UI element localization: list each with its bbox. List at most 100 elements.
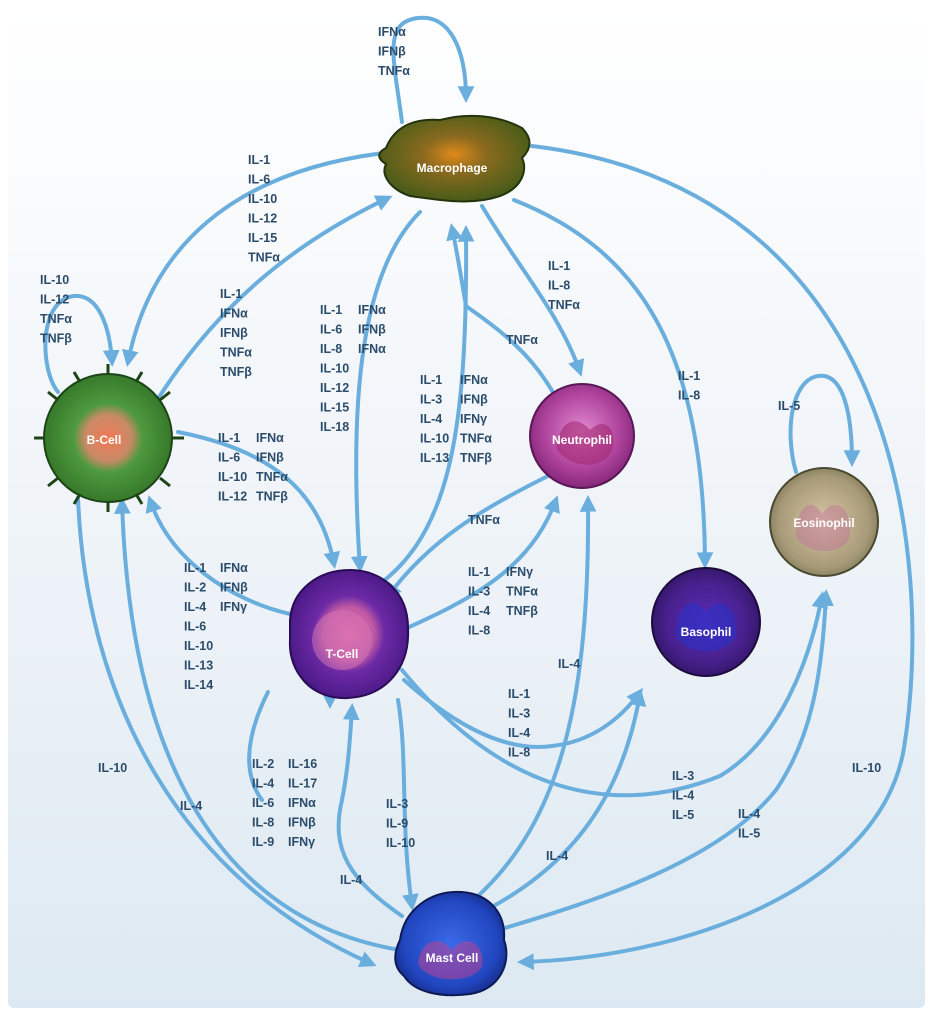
cytokine-label: IL-2 <box>252 757 274 771</box>
cytokine-label: IL-3 <box>468 585 490 599</box>
arrow-mac-self <box>391 15 475 124</box>
cytokine-label: IL-10 <box>184 639 213 653</box>
cytokine-label: TNFα <box>248 251 280 265</box>
cytokine-label: IL-4 <box>508 726 530 740</box>
cytokine-label: IFNγ <box>288 835 315 849</box>
arrow-mac-to-tcell <box>350 210 422 574</box>
cytokine-label: IL-1 <box>220 287 242 301</box>
cytokine-label: TNFβ <box>460 451 492 465</box>
cytokine-label: IL-13 <box>184 659 213 673</box>
cytokine-label: IL-4 <box>468 604 490 618</box>
cytokine-label: TNFβ <box>220 365 252 379</box>
cytokine-label: IL-10 <box>248 192 277 206</box>
cytokine-label: IL-1 <box>184 561 206 575</box>
cytokine-label: IL-6 <box>248 173 270 187</box>
arrow-tcell-to-eos <box>400 591 829 798</box>
cytokine-label: IL-4 <box>252 777 274 791</box>
cytokine-label: IFNα <box>358 303 386 317</box>
cytokine-label: IL-1 <box>248 153 270 167</box>
cytokine-label: IL-2 <box>184 581 206 595</box>
neutrophil-label: Neutrophil <box>552 433 612 447</box>
cytokine-label: TNFβ <box>256 490 288 504</box>
cytokine-label: IL-8 <box>320 342 342 356</box>
arrow-tcell-to-mac <box>366 224 475 594</box>
arrow-mast-to-baso <box>488 689 647 910</box>
cytokine-label: IL-1 <box>678 369 700 383</box>
label-group-t-to-eos: IL-3IL-4IL-5 <box>672 769 694 822</box>
label-group-mast-to-t-col1: IL-2IL-4IL-6IL-8IL-9 <box>252 757 274 849</box>
cytokine-label: IL-12 <box>40 293 69 307</box>
t-cell-label: T-Cell <box>326 647 359 661</box>
label-group-t-to-neut-col1: IL-1IL-3IL-4IL-8 <box>468 565 490 638</box>
cytokine-label: IL-10 <box>386 836 415 850</box>
arrow-mast-to-tcell <box>336 702 404 918</box>
arrow-mac-to-baso <box>512 198 714 570</box>
cytokine-label: IL-4 <box>546 849 568 863</box>
cytokine-label: IL-4 <box>340 873 362 887</box>
cytokine-label: IFNβ <box>220 326 248 340</box>
mast-cell: Mast Cell <box>394 890 508 997</box>
cytokine-label: IL-6 <box>252 796 274 810</box>
label-group-eos-self: IL-5 <box>778 399 800 413</box>
label-group-b-to-mast: IL-10 <box>98 761 127 775</box>
label-group-mac-to-mast: IL-10 <box>852 761 881 775</box>
arrow-bcell-to-mast <box>76 496 377 967</box>
cytokine-label: IL-10 <box>98 761 127 775</box>
cytokine-label: IL-4 <box>420 412 442 426</box>
label-group-neut-to-t: TNFα <box>468 513 500 527</box>
cytokine-label: TNFα <box>506 333 538 347</box>
cytokine-label: IL-10 <box>420 432 449 446</box>
cytokine-label: IFNβ <box>460 393 488 407</box>
cytokine-label: IL-13 <box>420 451 449 465</box>
arrow-bcell-self <box>43 293 120 394</box>
cytokine-label: IFNγ <box>220 600 247 614</box>
cytokine-label: TNFα <box>548 298 580 312</box>
cytokine-label: TNFα <box>506 585 538 599</box>
cytokine-label: IL-9 <box>386 817 408 831</box>
arrow-bcell-to-tcell <box>176 430 341 569</box>
macrophage-label: Macrophage <box>417 161 488 175</box>
cytokine-labels: IFNαIFNβTNFαIL-1IL-6IL-10IL-12IL-15TNFαI… <box>40 25 881 887</box>
cytokine-label: IFNα <box>460 373 488 387</box>
cytokine-label: IL-18 <box>320 420 349 434</box>
cytokine-label: IL-10 <box>218 470 247 484</box>
arrow-mast-to-bcell <box>113 496 402 952</box>
cytokine-label: IFNα <box>288 796 316 810</box>
cytokine-label: IL-14 <box>184 678 213 692</box>
cytokine-label: IL-3 <box>386 797 408 811</box>
cytokine-label: IL-3 <box>508 707 530 721</box>
cytokine-label: IFNβ <box>358 323 386 337</box>
cytokine-label: IFNβ <box>288 816 316 830</box>
cytokine-label: IL-10 <box>40 273 69 287</box>
cytokine-label: IFNα <box>220 307 248 321</box>
cytokine-label: IL-6 <box>320 323 342 337</box>
arrows <box>43 15 915 971</box>
cytokine-label: IFNβ <box>378 45 406 59</box>
cytokine-label: IL-5 <box>738 827 760 841</box>
cytokine-label: IL-4 <box>672 789 694 803</box>
cytokine-label: IL-8 <box>548 279 570 293</box>
arrow-tcell-to-neut <box>396 495 560 634</box>
arrow-mast-to-eos <box>496 588 834 932</box>
label-group-mast-to-baso: IL-4 <box>546 849 568 863</box>
cytokine-label: TNFα <box>256 470 288 484</box>
cytokine-label: IL-8 <box>678 389 700 403</box>
mast-cell-label: Mast Cell <box>426 951 479 965</box>
background-panel <box>8 6 925 1008</box>
b-cell: B-Cell <box>34 364 184 512</box>
cytokine-label: IFNα <box>358 342 386 356</box>
neutrophil-cell: Neutrophil <box>529 383 635 489</box>
cytokine-label: IL-1 <box>508 687 530 701</box>
cytokine-label: TNFα <box>468 513 500 527</box>
cytokine-label: IL-9 <box>252 835 274 849</box>
cytokine-label: TNFα <box>378 64 410 78</box>
eosinophil-label: Eosinophil <box>793 516 854 530</box>
